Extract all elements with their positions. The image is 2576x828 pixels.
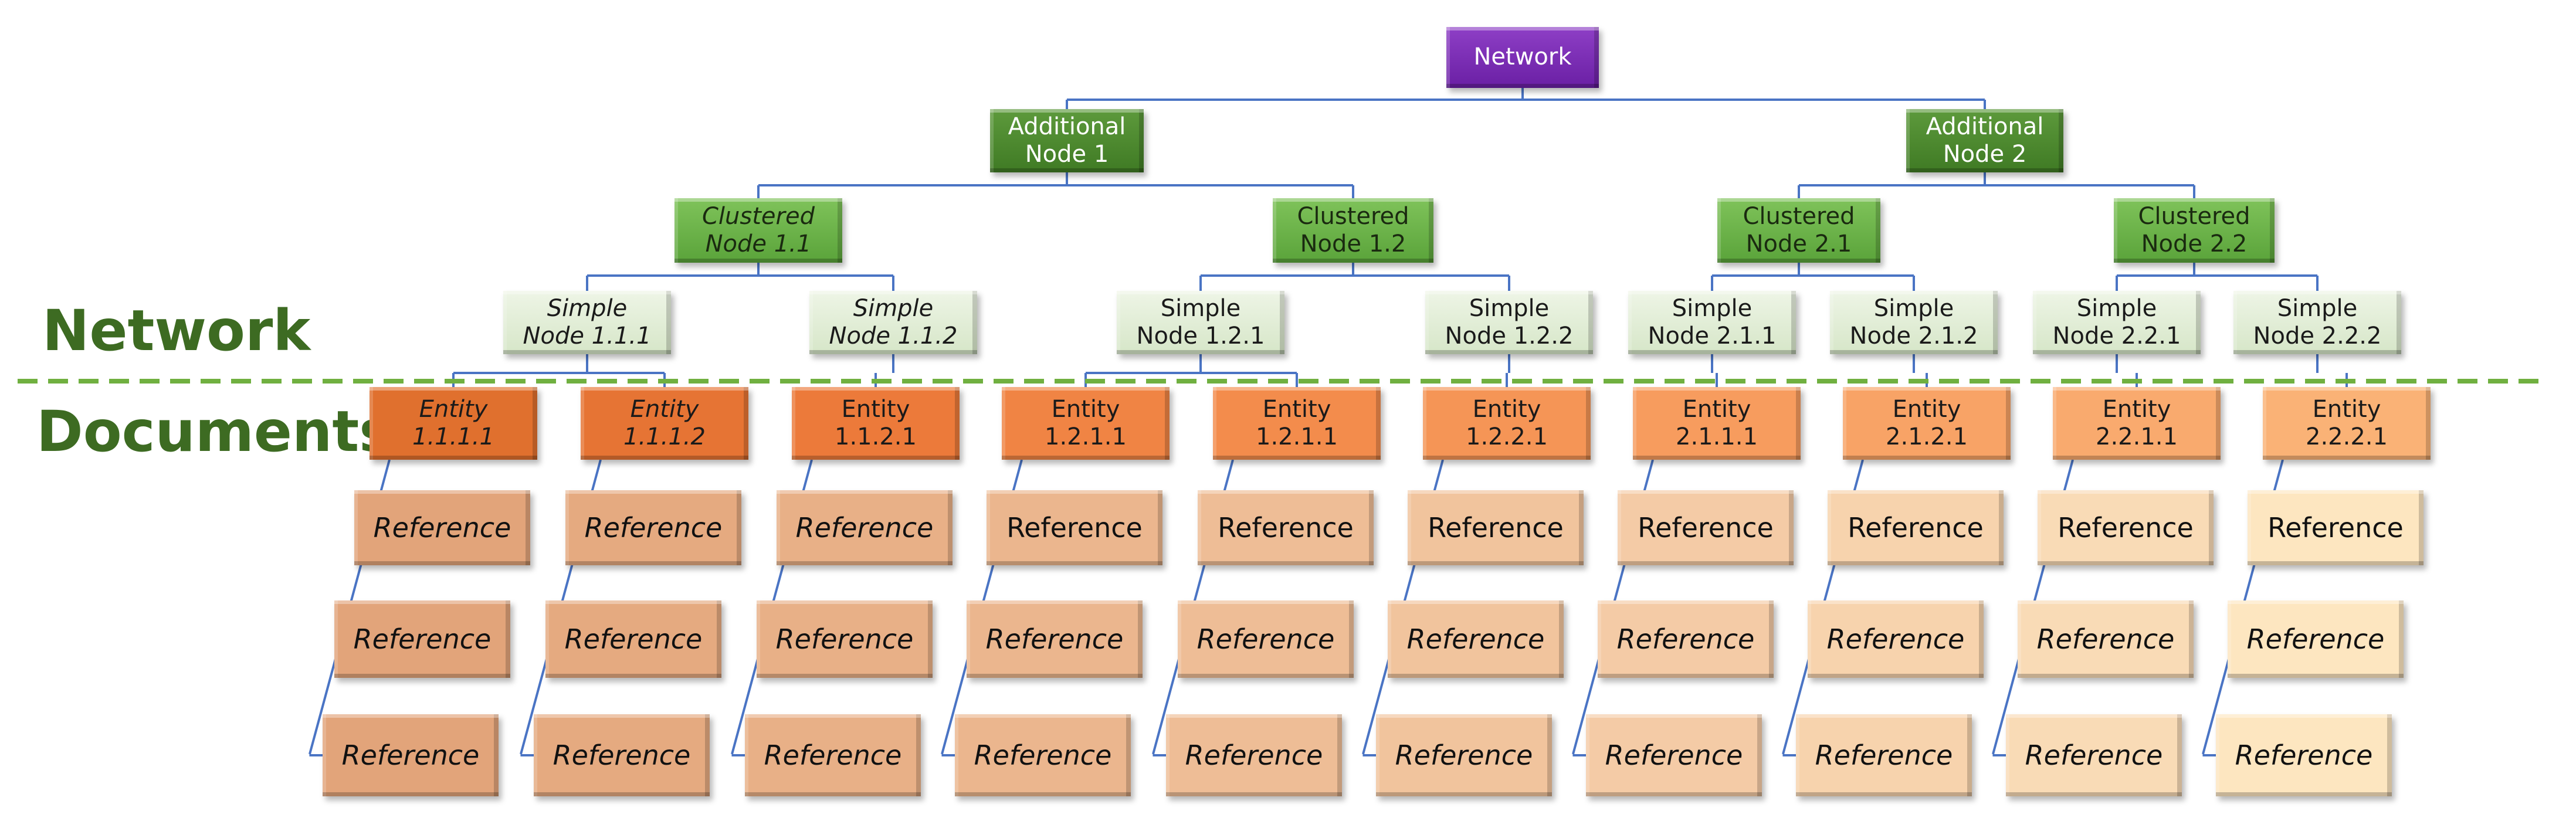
reference-node: Reference [2006, 714, 2182, 796]
entity-node: Entity 2.1.2.1 [1843, 387, 2011, 460]
network-section-label: Network [42, 298, 311, 364]
entity-node: Entity 1.1.1.2 [581, 387, 748, 460]
reference-node: Reference [1408, 490, 1584, 565]
reference-node: Reference [565, 490, 741, 565]
reference-node: Reference [334, 600, 510, 678]
entity-node: Entity 1.2.1.1 [1213, 387, 1381, 460]
reference-node: Reference [967, 600, 1143, 678]
simple-node: Simple Node 2.1.2 [1830, 291, 1998, 354]
reference-node: Reference [1618, 490, 1794, 565]
documents-section-label: Documents [36, 399, 393, 464]
reference-node: Reference [545, 600, 721, 678]
simple-node: Simple Node 2.2.2 [2233, 291, 2401, 354]
clustered-node: Clustered Node 2.1 [1717, 198, 1880, 263]
reference-node: Reference [1598, 600, 1774, 678]
reference-node: Reference [323, 714, 499, 796]
simple-node: Simple Node 1.2.2 [1425, 291, 1593, 354]
reference-node: Reference [1376, 714, 1552, 796]
reference-node: Reference [2018, 600, 2194, 678]
simple-node: Simple Node 2.1.1 [1628, 291, 1796, 354]
reference-node: Reference [1178, 600, 1354, 678]
additional-node: Additional Node 1 [990, 109, 1144, 172]
simple-node: Simple Node 1.1.1 [503, 291, 671, 354]
entity-node: Entity 2.2.2.1 [2263, 387, 2431, 460]
reference-node: Reference [955, 714, 1131, 796]
reference-node: Reference [1166, 714, 1342, 796]
reference-node: Reference [2228, 600, 2404, 678]
clustered-node: Clustered Node 1.1 [674, 198, 842, 263]
reference-node: Reference [1808, 600, 1984, 678]
simple-node: Simple Node 1.2.1 [1117, 291, 1284, 354]
reference-node: Reference [757, 600, 933, 678]
reference-node: Reference [1796, 714, 1972, 796]
reference-node: Reference [1586, 714, 1762, 796]
reference-node: Reference [1388, 600, 1564, 678]
entity-node: Entity 1.2.2.1 [1423, 387, 1591, 460]
reference-node: Reference [354, 490, 530, 565]
reference-node: Reference [1828, 490, 2004, 565]
simple-node: Simple Node 2.2.1 [2033, 291, 2201, 354]
additional-node: Additional Node 2 [1906, 109, 2063, 172]
clustered-node: Clustered Node 1.2 [1273, 198, 1433, 263]
reference-node: Reference [745, 714, 921, 796]
clustered-node: Clustered Node 2.2 [2114, 198, 2275, 263]
reference-node: Reference [777, 490, 953, 565]
entity-node: Entity 1.1.1.1 [370, 387, 537, 460]
entity-node: Entity 2.1.1.1 [1633, 387, 1801, 460]
reference-node: Reference [2038, 490, 2214, 565]
entity-node: Entity 2.2.1.1 [2053, 387, 2221, 460]
entity-node: Entity 1.1.2.1 [792, 387, 960, 460]
reference-node: Reference [2248, 490, 2424, 565]
entity-node: Entity 1.2.1.1 [1002, 387, 1170, 460]
reference-node: Reference [2216, 714, 2392, 796]
reference-node: Reference [534, 714, 710, 796]
simple-node: Simple Node 1.1.2 [809, 291, 977, 354]
network-root-node: Network [1446, 27, 1599, 88]
reference-node: Reference [987, 490, 1162, 565]
reference-node: Reference [1198, 490, 1374, 565]
